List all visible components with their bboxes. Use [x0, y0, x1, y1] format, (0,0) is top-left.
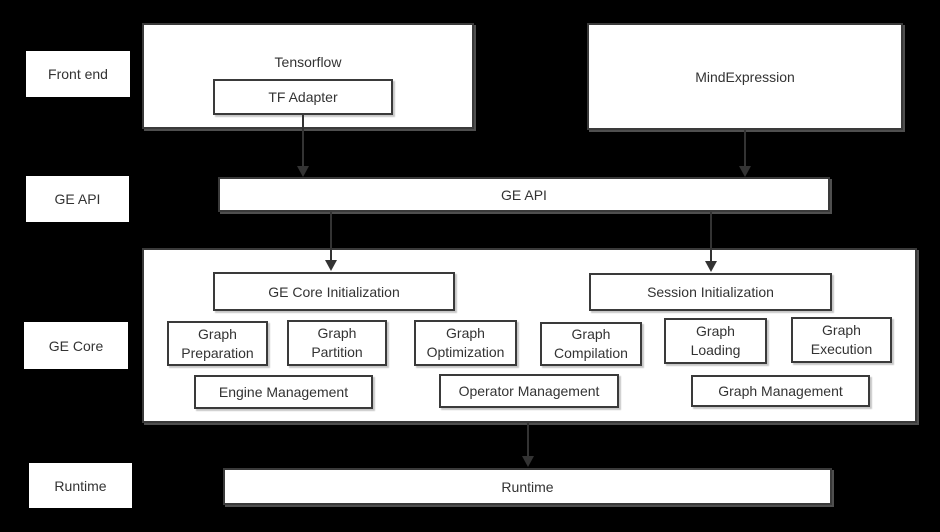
graph-execution-box: Graph Execution	[791, 317, 892, 363]
layer-label-front-end: Front end	[26, 51, 130, 97]
layer-label-ge-api: GE API	[26, 176, 129, 222]
session-initialization-box: Session Initialization	[589, 273, 832, 311]
arrow-line	[710, 212, 712, 263]
arrow-ge-api-to-ge-core-initialization-icon	[325, 212, 337, 271]
arrow-line	[330, 212, 332, 262]
arrow-line	[527, 423, 529, 458]
tensorflow-box: Tensorflow TF Adapter	[142, 23, 474, 129]
ge-core-container: GE Core Initialization Session Initializ…	[142, 248, 917, 423]
tensorflow-title: Tensorflow	[274, 54, 342, 70]
arrow-head-icon	[297, 166, 309, 177]
graph-management-box: Graph Management	[691, 375, 870, 407]
arrow-head-icon	[739, 166, 751, 177]
mindexpression-box: MindExpression	[587, 23, 903, 130]
runtime-bar: Runtime	[223, 468, 832, 505]
graph-preparation-box: Graph Preparation	[167, 321, 268, 366]
layer-label-ge-core: GE Core	[24, 322, 128, 369]
graph-partition-box: Graph Partition	[287, 320, 387, 366]
graph-optimization-box: Graph Optimization	[414, 320, 517, 366]
graph-loading-box: Graph Loading	[664, 318, 767, 364]
graph-compilation-box: Graph Compilation	[540, 322, 642, 366]
arrow-head-icon	[705, 261, 717, 272]
engine-management-box: Engine Management	[194, 375, 373, 409]
ge-api-bar: GE API	[218, 177, 830, 212]
arrow-head-icon	[325, 260, 337, 271]
arrow-tf-adapter-to-ge-api-icon	[297, 115, 309, 177]
arrow-ge-core-to-runtime-icon	[522, 423, 534, 467]
arrow-head-icon	[522, 456, 534, 467]
tf-adapter-box: TF Adapter	[213, 79, 393, 115]
arrow-mindexpression-to-ge-api-icon	[739, 130, 751, 177]
layer-label-runtime: Runtime	[29, 463, 132, 508]
arrow-line	[744, 130, 746, 168]
operator-management-box: Operator Management	[439, 374, 619, 408]
ge-core-initialization-box: GE Core Initialization	[213, 272, 455, 311]
arrow-line	[302, 115, 304, 168]
arrow-ge-api-to-session-initialization-icon	[705, 212, 717, 272]
